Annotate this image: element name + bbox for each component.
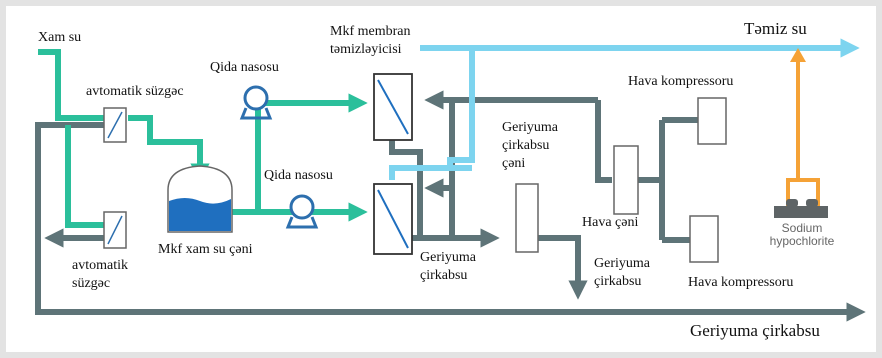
air-tank <box>613 145 639 215</box>
compressor-bottom-label: Hava kompressoru <box>688 275 794 290</box>
backwash-waste-mid-label-line1: Geriyuma <box>420 250 476 265</box>
air-tank-label: Hava çəni <box>582 215 639 230</box>
sodium-label-line1: Sodium <box>781 221 823 235</box>
backwash-tank-label-line1: Geriyuma <box>502 120 558 135</box>
auto-filter-top-label: avtomatik süzgəc <box>86 84 184 99</box>
clean-lines <box>389 38 860 180</box>
backwash-waste-right-label-line2: çirkabsu <box>594 274 642 289</box>
feed-pump-top-label: Qida nasosu <box>210 60 279 75</box>
chemical-arrowhead <box>790 48 806 62</box>
raw-water-tank <box>167 165 233 233</box>
backwash-waste-right-label-line1: Geriyuma <box>594 256 650 271</box>
sodium-label-line2: hypochlorite <box>769 234 835 248</box>
membrane-module-bottom <box>373 183 413 255</box>
membrane-cleaner-label-line2: təmizləyicisi <box>330 42 402 57</box>
auto-filter-bottom <box>103 211 127 249</box>
backwash-waste-tank <box>515 183 539 253</box>
feed-pump-top <box>239 85 273 120</box>
raw-water-label: Xam su <box>38 30 82 45</box>
auto-filter-bottom-label-line1: avtomatik <box>72 258 128 273</box>
air-compressor-top <box>697 97 727 145</box>
backwash-tank-label-line2: çirkabsu <box>502 138 550 153</box>
backwash-waste-mid-label-line2: çirkabsu <box>420 268 468 283</box>
feed-pump-bottom-label: Qida nasosu <box>264 168 333 183</box>
backwash-tank-label-line3: çəni <box>502 156 526 171</box>
raw-tank-label: Mkf xam su çəni <box>158 242 253 257</box>
compressor-top-label: Hava kompressoru <box>628 74 734 89</box>
air-compressor-bottom <box>689 215 719 263</box>
backwash-waste-main-label: Geriyuma çirkabsu <box>690 321 820 340</box>
sodium-hypochlorite-tanks <box>774 199 828 218</box>
feed-pump-bottom <box>285 194 319 229</box>
membrane-module-top <box>373 73 413 141</box>
waste-lines <box>35 90 866 322</box>
membrane-cleaner-label-line1: Mkf membran <box>330 24 411 39</box>
auto-filter-bottom-label-line2: süzgəc <box>72 276 111 291</box>
chemical-lines <box>786 60 820 210</box>
clean-water-label: Təmiz su <box>744 19 807 38</box>
auto-filter-top <box>103 107 127 143</box>
